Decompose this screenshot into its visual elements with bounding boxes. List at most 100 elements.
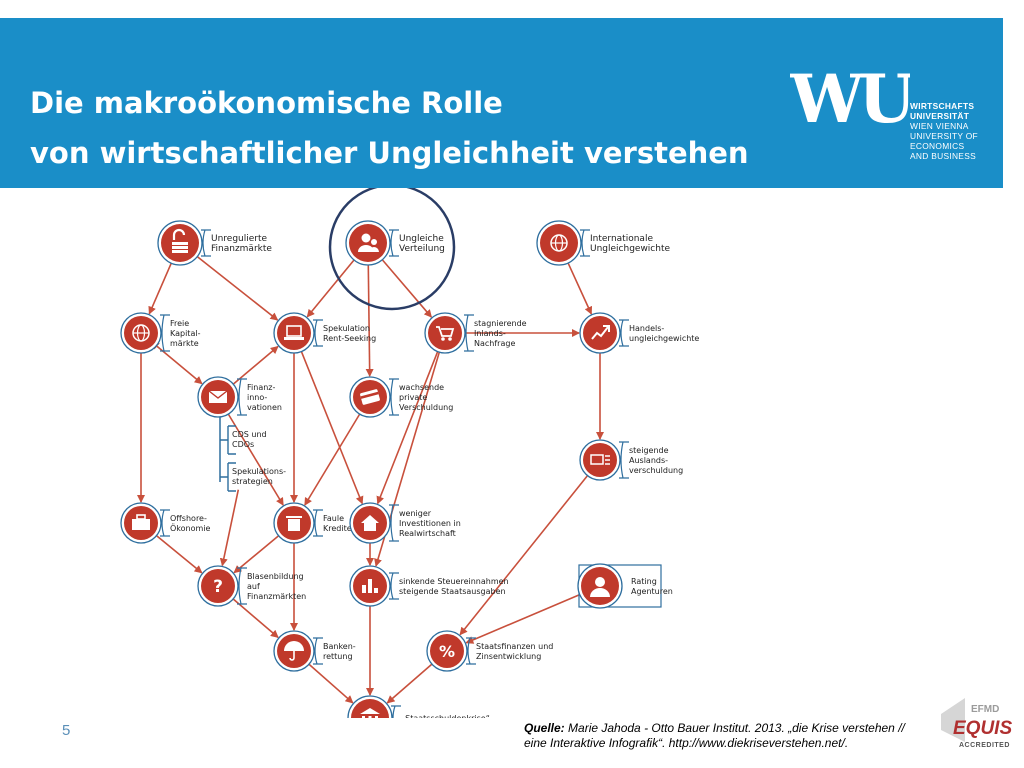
- node-label: steigende Staatsausgaben: [399, 587, 506, 596]
- node-label: Finanzmärkte: [211, 244, 272, 254]
- page-title-line-2: von wirtschaftlicher Ungleichheit verste…: [30, 136, 749, 170]
- node-handels: Handels-ungleichgewichte: [579, 312, 699, 354]
- node-label: Blasenbildung: [247, 572, 304, 581]
- equis-accreditation-logo: EFMD EQUIS ACCREDITED: [941, 698, 1012, 749]
- credit-card-icon: [360, 389, 380, 405]
- node-label: Faule: [323, 514, 344, 523]
- trash-icon: [286, 516, 302, 531]
- node-label: Nachfrage: [474, 339, 515, 348]
- chart-arrow-icon: [591, 325, 610, 340]
- node-label: verschuldung: [629, 466, 683, 475]
- diagram-arrow: [232, 345, 279, 385]
- node-label: Freie: [170, 319, 189, 328]
- highlight-ring: [328, 188, 456, 311]
- equis-label: EQUIS: [953, 718, 1012, 739]
- node-label: märkte: [170, 339, 199, 348]
- question-bubble-icon: ?: [213, 577, 223, 597]
- node-label: Ökonomie: [170, 523, 211, 533]
- node-label: CDOs: [232, 440, 254, 449]
- wu-mark: WU: [790, 66, 910, 136]
- diagram-arrow: [233, 535, 280, 574]
- laptop-icon: [284, 325, 304, 340]
- page-title-line-1: Die makroökonomische Rolle: [30, 86, 503, 120]
- globe-icon: [132, 324, 150, 342]
- page-number: 5: [62, 722, 71, 739]
- bank-building-icon: [360, 708, 380, 718]
- bar-chart-icon: [362, 579, 378, 593]
- header-banner: Die makroökonomische Rolle von wirtschaf…: [0, 18, 1003, 188]
- logo-line: UNIVERSITY OF: [910, 131, 978, 141]
- money-icon: [590, 454, 610, 465]
- node-label: Spekulation: [323, 324, 370, 333]
- diagram-arrow: [300, 351, 364, 505]
- diagram-arrow: [459, 475, 589, 636]
- node-label: Finanzmärkten: [247, 592, 306, 601]
- house-icon: [361, 515, 379, 531]
- node-offshore: Offshore-Ökonomie: [120, 502, 211, 544]
- node-label: sinkende Steuereinnahmen: [399, 577, 509, 586]
- node-label: Verteilung: [399, 244, 445, 254]
- node-label: Rating: [631, 577, 657, 586]
- globe-icon: [550, 234, 568, 252]
- source-line-1: Marie Jahoda - Otto Bauer Institut. 2013…: [564, 721, 905, 735]
- node-label: vationen: [247, 403, 282, 412]
- node-label: Rent-Seeking: [323, 334, 376, 343]
- logo-line: WIEN VIENNA: [910, 121, 969, 131]
- node-label: Ungleiche: [399, 234, 444, 244]
- accredited-label: ACCREDITED: [959, 742, 1010, 749]
- diagram-arrow: [381, 259, 432, 318]
- diagram-arrow: [304, 413, 361, 506]
- node-label: steigende: [629, 446, 669, 455]
- logo-line: AND BUSINESS: [910, 151, 976, 161]
- node-label: Handels-: [629, 324, 664, 333]
- logo-line: WIRTSCHAFTS: [910, 101, 975, 111]
- node-label: ungleichgewichte: [629, 334, 699, 343]
- crisis-diagram: CDS undCDOsSpekulations-strategienUnregu…: [120, 188, 699, 718]
- diagram-nodes: CDS undCDOsSpekulations-strategienUnregu…: [120, 188, 699, 718]
- diagram-arrow: [386, 663, 433, 704]
- node-label: Zinsentwicklung: [476, 652, 541, 661]
- cart-icon: [436, 326, 455, 341]
- umbrella-icon: [284, 641, 304, 661]
- diagram-arrow: [227, 413, 284, 506]
- diagram-arrow: [465, 593, 581, 644]
- node-banken: Banken-rettung: [273, 630, 356, 672]
- node-label: Staatsfinanzen und: [476, 642, 553, 651]
- node-label: Verschuldung: [399, 403, 453, 412]
- people-icon: [358, 233, 379, 252]
- businessman-icon: [590, 577, 610, 597]
- diagram-arrow: [150, 341, 203, 385]
- diagram-arrow: [365, 264, 374, 378]
- node-label: weniger: [399, 509, 432, 518]
- node-label: CDS und: [232, 430, 267, 439]
- node-label: Finanz-: [247, 383, 275, 392]
- node-label: Inlands-: [474, 329, 506, 338]
- node-label: Investitionen in: [399, 519, 461, 528]
- logo-line: ECONOMICS: [910, 141, 965, 151]
- node-label: „Staatsschuldenkrise“: [401, 714, 490, 718]
- node-label: wachsende: [399, 383, 444, 392]
- node-finanz: Finanz-inno-vationen: [197, 376, 282, 418]
- node-label: Realwirtschaft: [399, 529, 456, 538]
- diagram-arrow: [196, 256, 279, 321]
- node-label: Internationale: [590, 234, 653, 244]
- node-label: Ungleichgewichte: [590, 244, 670, 254]
- envelope-icon: [208, 390, 228, 403]
- diagram-arrow: [376, 351, 439, 505]
- logo-line: UNIVERSITÄT: [910, 111, 970, 121]
- node-krise: „Staatsschuldenkrise“: [347, 695, 490, 718]
- efmd-label: EFMD: [971, 704, 999, 715]
- node-label: Agenturen: [631, 587, 673, 596]
- diagram-arrow: [219, 489, 240, 567]
